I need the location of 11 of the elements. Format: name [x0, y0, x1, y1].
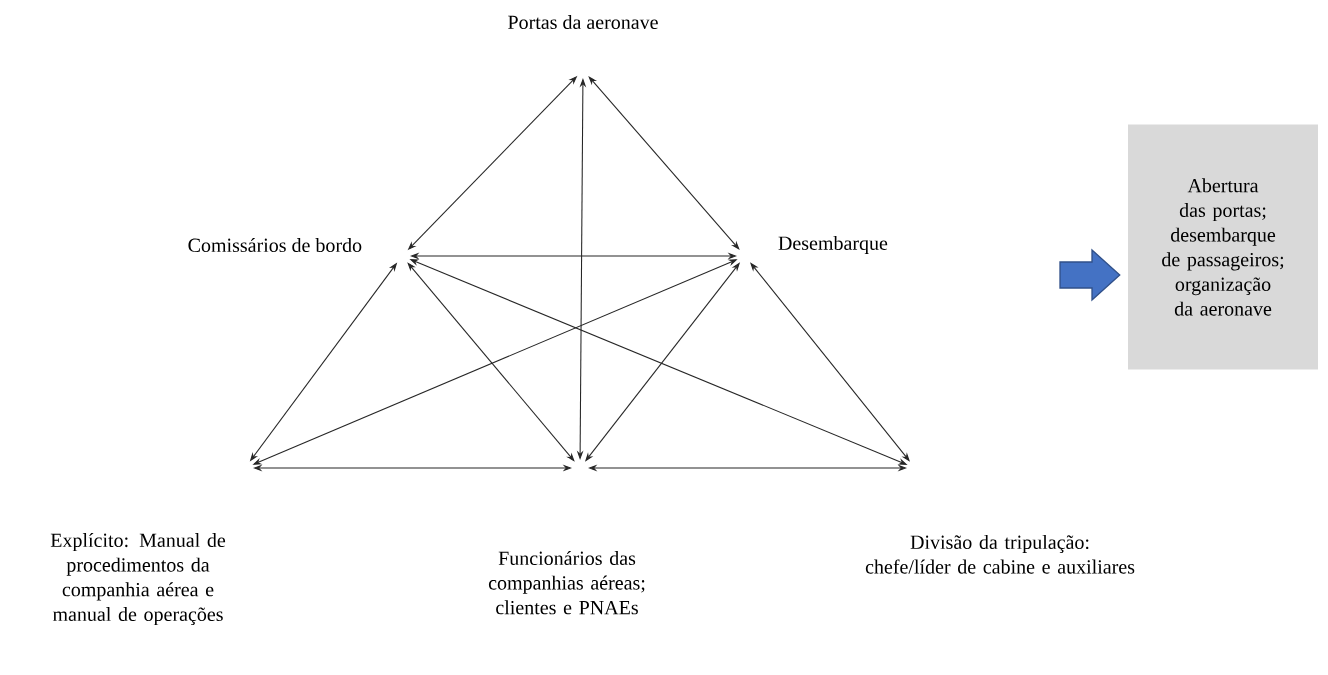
arrow: [750, 262, 910, 462]
process-box: Abertura das portas; desembarque de passageiros; organização da aeronave: [1128, 124, 1318, 370]
text-label: Comissários de bordo: [188, 237, 362, 253]
block-arrow: [1059, 248, 1121, 302]
text-label: Desembarque: [778, 235, 888, 255]
arrow: [407, 262, 575, 462]
text-label: Explícito: Manual de procedimentos da companhia aérea e manual de operações: [50, 532, 226, 626]
text-label: Funcionários das companhias aéreas; clientes e PNAEs: [488, 550, 645, 615]
text-label: Portas da aeronave: [508, 15, 658, 30]
arrow: [588, 76, 740, 250]
text-label: Divisão da tripulação: chefe/líder de cabine e auxiliares: [865, 534, 1135, 574]
